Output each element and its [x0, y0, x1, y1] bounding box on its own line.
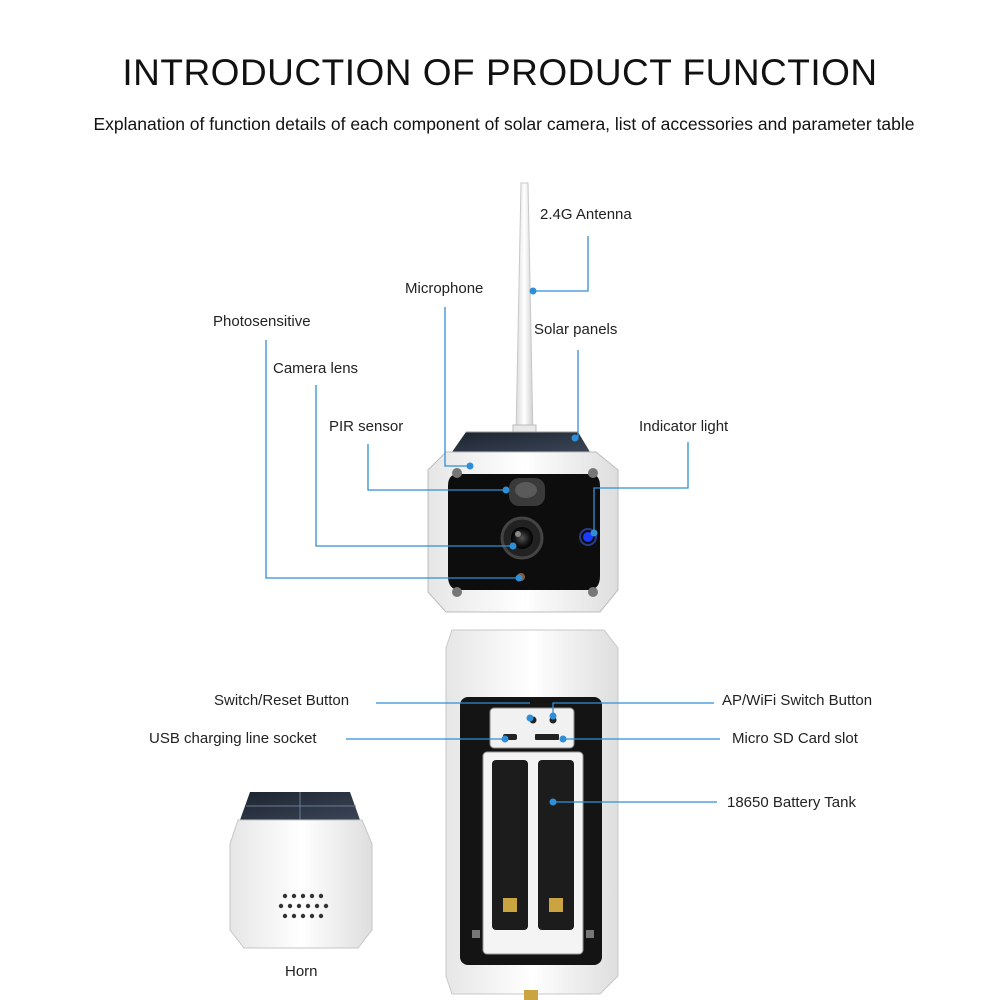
camera-solar-panel — [452, 431, 590, 452]
label-switch-reset: Switch/Reset Button — [214, 692, 350, 709]
camera-head — [427, 451, 619, 613]
speaker-grill-icon — [278, 893, 329, 919]
micro-sd-slot — [535, 734, 559, 740]
leader-microphone — [444, 307, 470, 467]
label-photosensitive: Photosensitive — [213, 313, 311, 330]
label-battery: 18650 Battery Tank — [727, 794, 856, 811]
leader-lines — [265, 236, 720, 803]
screw-icon — [588, 468, 598, 478]
leader-solar-panels — [575, 350, 579, 439]
screw-icon — [452, 468, 462, 478]
leader-pir — [367, 444, 506, 491]
label-indicator-light: Indicator light — [639, 418, 729, 435]
label-solar-panels: Solar panels — [534, 321, 618, 338]
label-ap-wifi: AP/WiFi Switch Button — [722, 692, 873, 709]
label-pir-sensor: PIR sensor — [329, 418, 404, 435]
label-horn: Horn — [285, 963, 318, 980]
page-title: INTRODUCTION OF PRODUCT FUNCTION — [122, 52, 878, 93]
label-microphone: Microphone — [405, 280, 484, 297]
page-subtitle: Explanation of function details of each … — [93, 114, 915, 134]
leader-photosensitive — [265, 340, 519, 579]
horn-unit — [229, 792, 373, 949]
label-antenna: 2.4G Antenna — [540, 206, 632, 223]
leader-indicator — [593, 442, 689, 533]
screw-icon — [452, 587, 462, 597]
antenna — [512, 182, 537, 440]
leader-ap-wifi — [552, 702, 714, 716]
leader-antenna — [533, 236, 589, 292]
label-usb-socket: USB charging line socket — [149, 730, 317, 747]
screw-icon — [588, 587, 598, 597]
leader-dots — [466, 287, 598, 806]
label-camera-lens: Camera lens — [273, 360, 359, 377]
battery-slot — [492, 760, 528, 930]
label-micro-sd: Micro SD Card slot — [732, 730, 858, 747]
indicator-light — [583, 532, 593, 542]
leader-camera-lens — [315, 385, 513, 547]
camera-rear-body — [445, 629, 619, 1000]
